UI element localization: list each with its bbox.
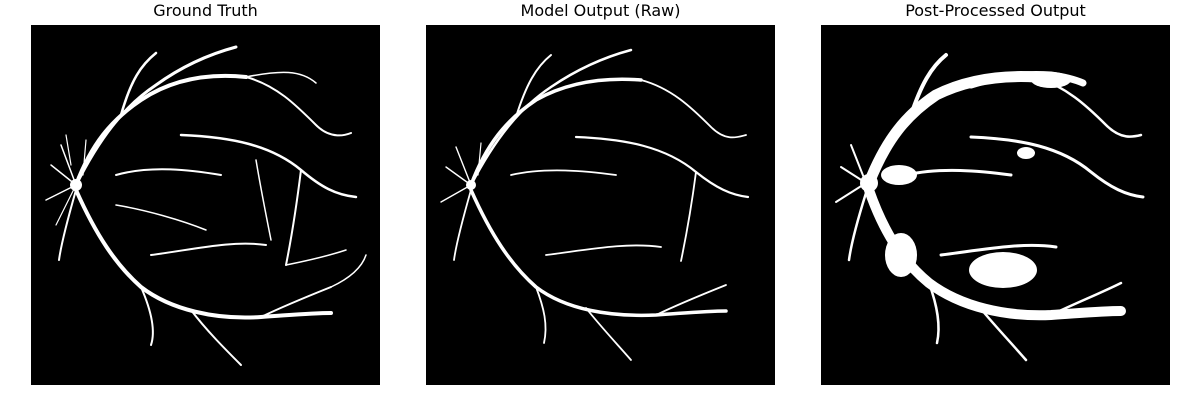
panel-title: Post-Processed Output (905, 1, 1086, 20)
panel-post-processed-output: Post-Processed Output (821, 0, 1170, 400)
vessel-mask-image (821, 25, 1170, 385)
panel-title: Ground Truth (153, 1, 258, 20)
vessel-mask-image (31, 25, 380, 385)
panel-model-output-raw: Model Output (Raw) (426, 0, 775, 400)
panel-ground-truth: Ground Truth (31, 0, 380, 400)
vessel-mask-image (426, 25, 775, 385)
panel-title: Model Output (Raw) (520, 1, 681, 20)
